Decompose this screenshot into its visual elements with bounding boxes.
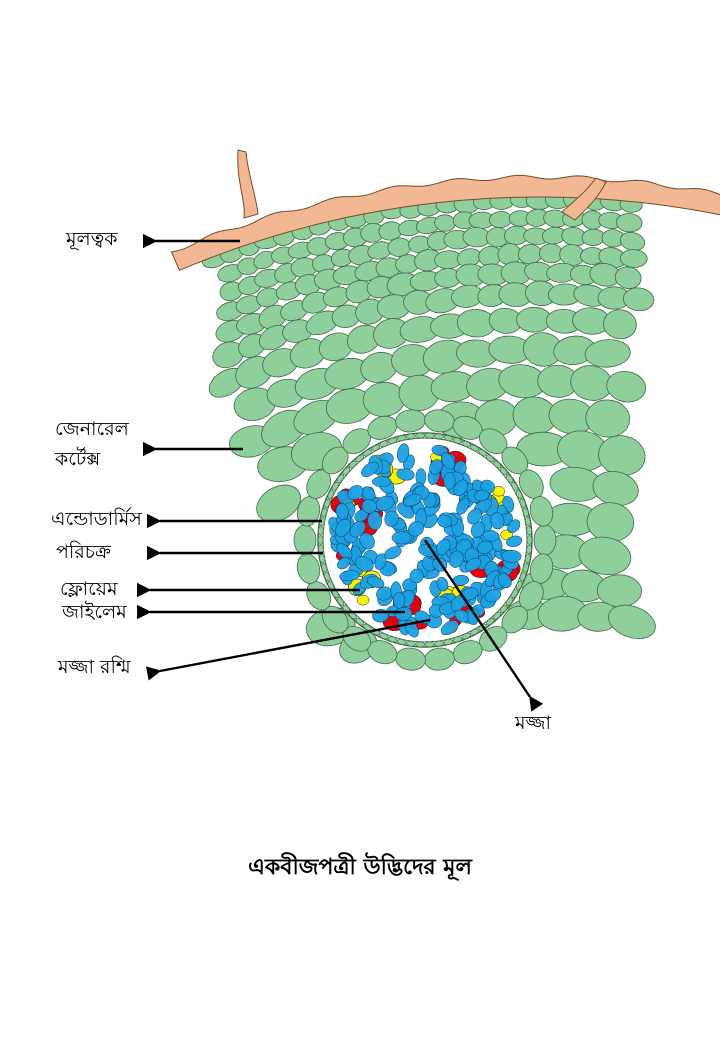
- pith-cell: [392, 532, 412, 545]
- cortex-cell: [534, 525, 556, 555]
- label-cortex-line1: জেনারেল: [55, 418, 129, 442]
- cortex-cell: [394, 646, 426, 671]
- cortex-cell: [517, 243, 543, 265]
- cortex-cell: [620, 249, 648, 268]
- cortex-cell: [616, 213, 643, 233]
- pericycle-cell: [425, 642, 434, 647]
- phloem-cell: [357, 595, 369, 605]
- cortex-cell: [604, 368, 648, 405]
- root-hair: [238, 150, 258, 218]
- cortex-cell: [294, 525, 316, 555]
- label-epiblema: মূলত্বক: [66, 228, 118, 252]
- label-medullary-ray: মজ্জা রশ্মি: [58, 656, 131, 680]
- label-cortex-line2: কর্টেক্স: [55, 448, 100, 472]
- label-phloem: ফ্লোয়েম: [60, 578, 118, 602]
- pith-cell: [372, 476, 391, 486]
- label-endodermis: এন্ডোডার্মিস: [51, 508, 142, 532]
- label-pericycle: পরিচক্র: [56, 541, 111, 565]
- pericycle-cell: [416, 433, 425, 438]
- pericycle-cell: [527, 536, 532, 545]
- cortex-cell: [294, 552, 323, 586]
- pericycle-cell: [526, 545, 532, 554]
- pith-cell: [393, 592, 405, 608]
- cortex-cell: [622, 286, 655, 312]
- pericycle-cell: [425, 433, 434, 438]
- pith-cell: [444, 472, 456, 489]
- pericycle-cell: [526, 526, 532, 535]
- pericycle-cell: [318, 526, 324, 535]
- cortex-cell: [601, 308, 638, 341]
- label-pith: মজ্জা: [515, 712, 551, 736]
- diagram-caption: একবীজপত্রী উদ্ভিদের মূল: [0, 850, 720, 887]
- pericycle-cell: [416, 642, 425, 647]
- cortex-cell: [394, 408, 426, 433]
- cortex-cell: [423, 646, 455, 671]
- label-xylem: জাইলেম: [62, 601, 127, 625]
- cortex-cell: [585, 500, 635, 544]
- pericycle-cell: [318, 536, 323, 545]
- cortex-cell: [582, 229, 606, 247]
- cortex-cell: [595, 432, 648, 479]
